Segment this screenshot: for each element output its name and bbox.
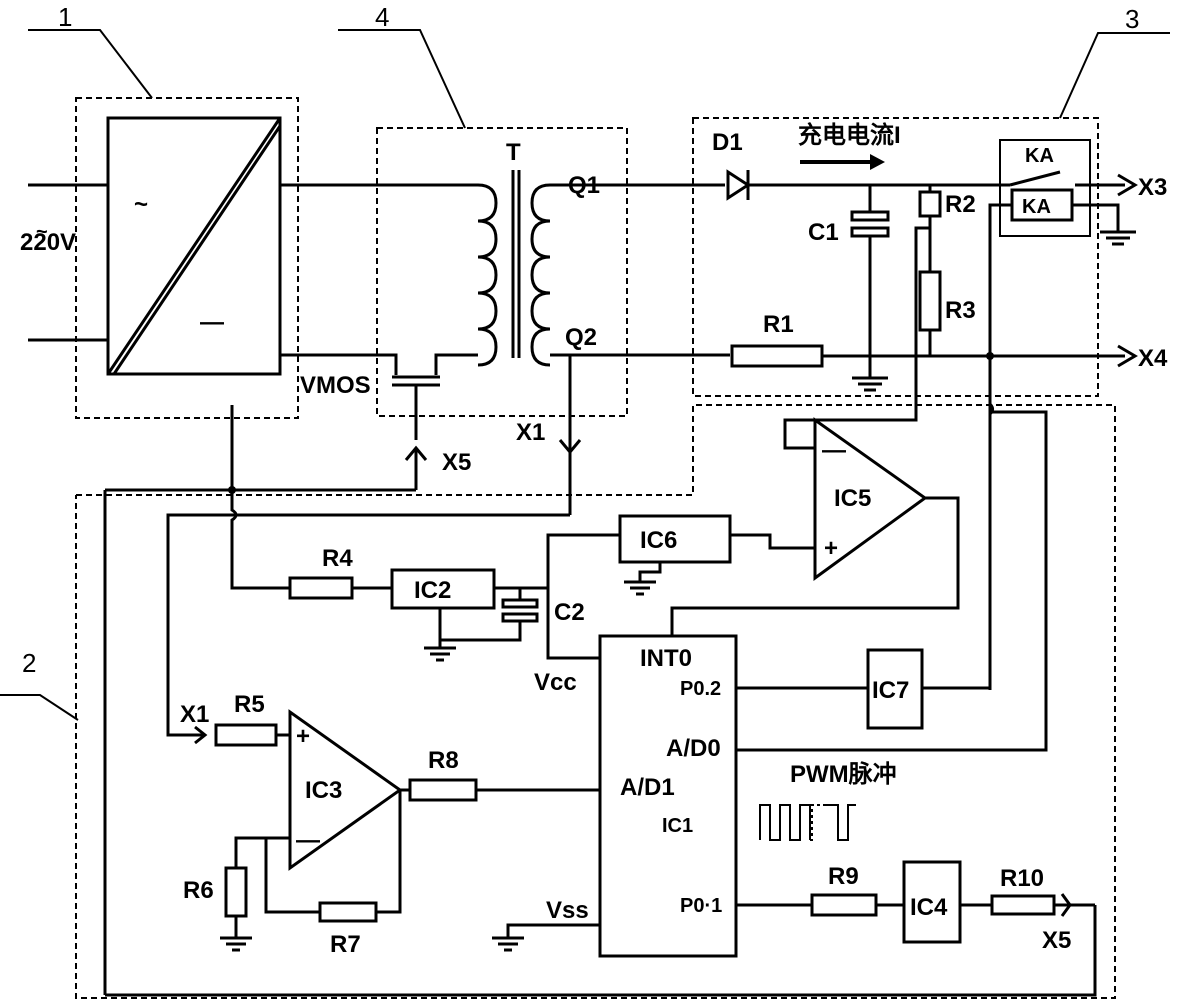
mcu-ic1 — [598, 634, 738, 958]
ic7-label: IC7 — [872, 677, 909, 704]
r9-label: R9 — [828, 863, 859, 890]
ic3-minus: — — [296, 827, 320, 854]
resistor-r8 — [408, 778, 600, 802]
pwm-label: PWM脉冲 — [790, 761, 897, 788]
rectifier-block — [106, 116, 282, 376]
transformer — [280, 170, 730, 367]
c2-label: C2 — [554, 599, 585, 626]
r3-label: R3 — [945, 297, 976, 324]
x5-bottom-label: X5 — [1042, 927, 1071, 954]
q1-label: Q1 — [568, 172, 600, 199]
module-boundaries — [75, 97, 1116, 999]
ic4-block — [902, 860, 992, 944]
ac-input-label: 220V — [20, 229, 76, 256]
power-feed-wire — [103, 405, 1097, 997]
x1-top-label: X1 — [516, 419, 545, 446]
ad1-label: A/D1 — [620, 774, 675, 801]
charge-current-label: 充电电流I — [798, 121, 901, 149]
x1-feedback-wire — [166, 355, 582, 745]
capacitor-c1 — [850, 185, 890, 392]
r7-label: R7 — [330, 931, 361, 958]
module-callouts — [0, 29, 1170, 721]
module-label-1: 1 — [58, 2, 72, 32]
ad0-feedback-wire — [736, 402, 1048, 752]
resistor-r4 — [288, 576, 392, 600]
ic6-label: IC6 — [640, 527, 677, 554]
ka-coil-label: KA — [1022, 196, 1051, 218]
capacitor-c2 — [440, 588, 539, 642]
ad0-label: A/D0 — [666, 735, 721, 762]
relay-ka: KA KA — [986, 139, 1138, 690]
resistor-r5 — [214, 723, 290, 747]
resistor-r9 — [736, 893, 904, 917]
opamp-ic3 — [234, 709, 410, 923]
r1-label: R1 — [763, 311, 794, 338]
resistor-divider-r2-r3 — [914, 185, 942, 410]
vss-label: Vss — [546, 897, 589, 924]
resistor-r10 — [990, 893, 1095, 917]
r6-label: R6 — [183, 877, 214, 904]
r8-label: R8 — [428, 747, 459, 774]
ac-tilde-symbol: ~ — [36, 221, 48, 243]
rectifier-ac-symbol: ~ — [134, 191, 148, 218]
ic2-label: IC2 — [414, 577, 451, 604]
vss-ground — [492, 923, 600, 952]
resistor-r6 — [220, 866, 252, 952]
x3-label: X3 — [1138, 174, 1167, 201]
resistor-r1 — [730, 344, 1125, 368]
ic5-minus: — — [822, 437, 846, 464]
rectifier-dc-symbol: — — [200, 309, 224, 336]
p02-label: P0.2 — [680, 678, 721, 700]
int0-label: INT0 — [640, 645, 692, 672]
vmos-transistor — [280, 353, 478, 490]
vmos-label: VMOS — [300, 372, 371, 399]
x4-label: X4 — [1138, 345, 1168, 372]
module-label-2: 2 — [22, 648, 36, 678]
r4-label: R4 — [322, 545, 353, 572]
ic1-label: IC1 — [662, 815, 693, 837]
ic5-label: IC5 — [834, 485, 871, 512]
diode-d1 — [726, 169, 1010, 201]
r10-label: R10 — [1000, 865, 1044, 892]
ic5-plus: + — [824, 535, 838, 562]
ic6-block — [546, 514, 772, 660]
pwm-waveform — [759, 804, 856, 841]
x5-top-label: X5 — [442, 449, 471, 476]
ic3-plus: + — [296, 723, 310, 750]
ka-contact-label: KA — [1025, 145, 1054, 167]
r2-label: R2 — [945, 191, 976, 218]
vcc-label: Vcc — [534, 669, 577, 696]
q2-label: Q2 — [565, 324, 597, 351]
x1-bottom-label: X1 — [180, 701, 209, 728]
ic3-label: IC3 — [305, 777, 342, 804]
p01-label: P0·1 — [680, 895, 722, 917]
d1-label: D1 — [712, 129, 743, 156]
module-label-4: 4 — [375, 2, 389, 32]
ic7-block — [736, 648, 990, 730]
transformer-label: T — [506, 139, 521, 166]
ic4-label: IC4 — [910, 894, 948, 921]
c1-label: C1 — [808, 219, 839, 246]
module-label-3: 3 — [1125, 4, 1139, 34]
r5-label: R5 — [234, 691, 265, 718]
charge-current-arrow — [800, 154, 885, 170]
opamp-ic5 — [670, 410, 960, 640]
